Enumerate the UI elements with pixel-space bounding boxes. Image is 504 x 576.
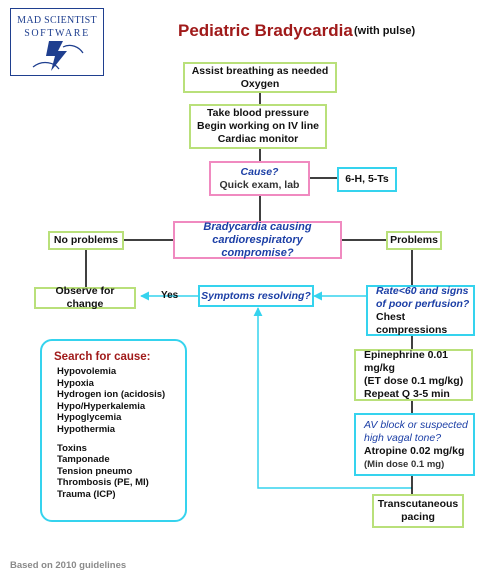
cause-item: Hypoglycemia	[57, 412, 122, 424]
observe-label: Observe for change	[55, 285, 115, 310]
causes-title: Search for cause:	[54, 351, 151, 363]
cause-item: Hydrogen ion (acidosis)	[57, 389, 166, 401]
pacing-line2: pacing	[401, 511, 435, 523]
av-question-line1: AV block or suspected	[364, 418, 468, 431]
av-block-box: AV block or suspected high vagal tone? A…	[354, 413, 475, 476]
cause-detail: Quick exam, lab	[219, 178, 300, 191]
rate-action: Chest compressions	[376, 310, 448, 336]
step-assist-breathing-line2: Oxygen	[240, 77, 280, 90]
cause-question: Cause?	[240, 165, 279, 178]
pacing-box: Transcutaneous pacing	[372, 494, 464, 528]
rate-question-line2: of poor perfusion?	[376, 297, 470, 310]
rate-question-line1: Rate<60 and signs	[376, 284, 469, 297]
cause-item: Toxins	[57, 442, 87, 454]
step-blood-pressure: Take blood pressure Begin working on IV …	[189, 104, 327, 149]
decision-box: Bradycardia causing cardiorespiratory co…	[173, 221, 342, 259]
cause-item: Hypoxia	[57, 377, 94, 389]
cause-item: Trauma (ICP)	[57, 488, 116, 500]
logo-line1: MAD SCIENTIST	[17, 15, 97, 26]
yes-label: Yes	[161, 290, 179, 301]
cause-item: Tension pneumo	[57, 465, 133, 477]
hs-ts-box: 6-H, 5-Ts	[337, 167, 397, 192]
decision-line1: Bradycardia causing	[203, 220, 312, 233]
epinephrine-line3: Repeat Q 3-5 min	[364, 388, 450, 400]
page-subtitle: (with pulse)	[354, 25, 416, 37]
no-problems-label: No problems	[53, 234, 119, 246]
atropine-line2: (Min dose 0.1 mg)	[364, 458, 445, 470]
step-blood-pressure-line2: Begin working on IV line	[197, 120, 319, 132]
step-blood-pressure-line3: Cardiac monitor	[217, 133, 299, 145]
av-question-line2: high vagal tone?	[364, 431, 442, 444]
problems-box: Problems	[386, 231, 442, 250]
step-blood-pressure-line1: Take blood pressure	[207, 107, 309, 119]
epinephrine-box: Epinephrine 0.01 mg/kg (ET dose 0.1 mg/k…	[354, 349, 473, 401]
epinephrine-line1: Epinephrine 0.01 mg/kg	[364, 349, 449, 374]
cause-box: Cause? Quick exam, lab	[209, 161, 310, 196]
cause-item: Hypo/Hyperkalemia	[57, 400, 146, 412]
pacing-line1: Transcutaneous	[377, 498, 459, 510]
symptoms-question: Symptoms resolving?	[201, 289, 311, 302]
logo: MAD SCIENTIST SOFTWARE	[10, 8, 104, 76]
cause-item: Hypovolemia	[57, 366, 117, 377]
cause-item: Thrombosis (PE, MI)	[57, 477, 149, 489]
observe-box: Observe for change	[34, 285, 136, 310]
page-title: Pediatric Bradycardia	[178, 21, 353, 40]
symptoms-box: Symptoms resolving?	[198, 285, 314, 307]
step-assist-breathing: Assist breathing as needed Oxygen	[183, 62, 337, 93]
no-problems-box: No problems	[48, 231, 124, 250]
hs-ts-label: 6-H, 5-Ts	[345, 173, 389, 185]
connector-pacing-loop	[253, 307, 412, 489]
rate-box: Rate<60 and signs of poor perfusion? Che…	[366, 285, 475, 336]
logo-line2: SOFTWARE	[24, 28, 90, 39]
cause-item: Hypothermia	[57, 423, 116, 435]
step-assist-breathing-line1: Assist breathing as needed	[191, 64, 329, 77]
atropine-line1: Atropine 0.02 mg/kg	[364, 444, 465, 457]
footer-note: Based on 2010 guidelines	[10, 560, 127, 571]
problems-label: Problems	[390, 234, 438, 246]
decision-line2: cardiorespiratory compromise?	[212, 233, 303, 259]
cause-item: Tamponade	[57, 454, 110, 466]
epinephrine-line2: (ET dose 0.1 mg/kg)	[364, 375, 464, 387]
lightning-icon	[32, 41, 84, 71]
